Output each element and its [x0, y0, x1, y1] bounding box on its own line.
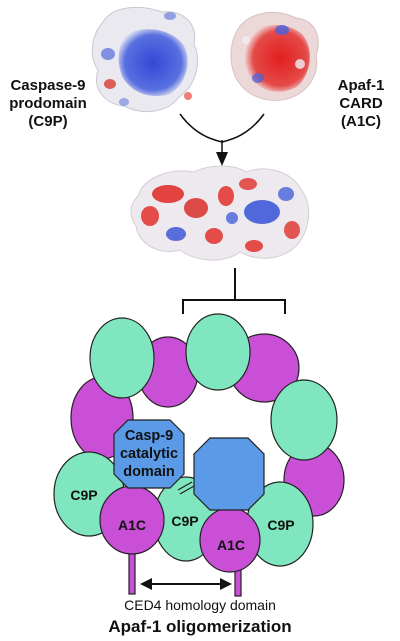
ring-mint-left: [89, 317, 155, 399]
svg-text:CARD: CARD: [339, 95, 382, 112]
svg-text:domain: domain: [123, 464, 175, 480]
apaf1-card-label: Apaf-1 CARD (A1C): [338, 77, 385, 130]
svg-text:(A1C): (A1C): [341, 113, 381, 130]
caspase9-label: Caspase-9 prodomain (C9P): [9, 77, 87, 130]
casp9-catalytic-domain-2: [193, 437, 265, 511]
c9p-a1c-complex-surface: [130, 165, 310, 261]
svg-text:Caspase-9: Caspase-9: [10, 77, 85, 94]
ring-mint-top: [185, 313, 251, 391]
casp9-catalytic-label: Casp-9 catalytic domain: [120, 428, 178, 480]
binding-arrow: [179, 113, 265, 166]
apaf1-oligomerization-caption: Apaf-1 oligomerization: [108, 617, 291, 636]
svg-text:prodomain: prodomain: [9, 95, 87, 112]
ced4-homology-caption: CED4 homology domain: [124, 597, 276, 613]
catalytic-linker: [177, 481, 195, 495]
svg-text:catalytic: catalytic: [120, 446, 178, 462]
ced4-span-arrow: [140, 578, 232, 590]
svg-text:Apaf-1: Apaf-1: [338, 77, 385, 94]
casp9-catalytic-domain-1: [113, 419, 185, 489]
svg-text:(C9P): (C9P): [28, 113, 67, 130]
apaf1-card-surface: [230, 12, 319, 101]
caspase9-prodomain-surface: [91, 6, 198, 113]
a1c-label-2: A1C: [217, 537, 245, 553]
c9p-label-1: C9P: [70, 487, 97, 503]
apoptosome-schematic: [53, 313, 345, 597]
ring-mint-right: [270, 379, 338, 461]
c9p-label-3: C9P: [267, 517, 294, 533]
zoom-bracket: [182, 268, 286, 314]
a1c-label-1: A1C: [118, 517, 146, 533]
svg-text:Casp-9: Casp-9: [125, 428, 173, 444]
c9p-label-2: C9P: [171, 513, 198, 529]
